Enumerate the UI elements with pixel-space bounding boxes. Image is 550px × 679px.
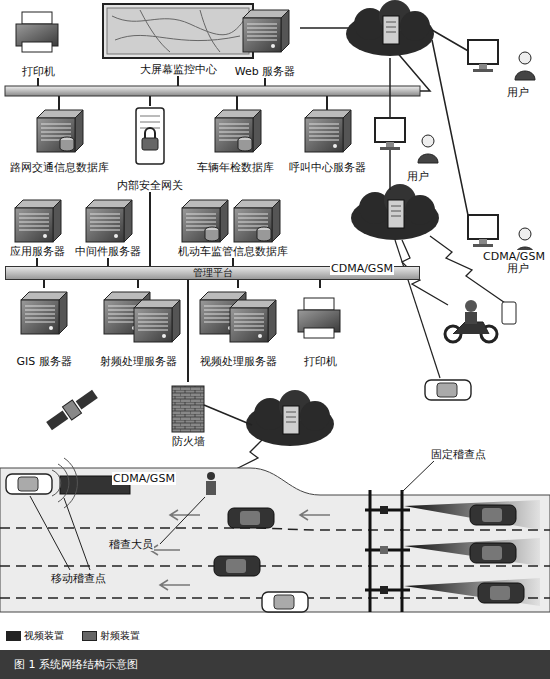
node-label: GIS 服务器 [16, 355, 71, 368]
bus-connector [107, 258, 109, 266]
device-node: 车辆年检数据库 [192, 104, 278, 174]
node-label: 路网交通信息数据库 [10, 161, 109, 174]
annotation-label: CDMA/GSM [330, 262, 394, 275]
caption-text: 图 1 系统网络结构示意图 [14, 658, 138, 671]
device-node: 视频处理服务器 [195, 288, 281, 368]
bus-connector [319, 280, 321, 288]
node-label: 中间件服务器 [75, 245, 141, 258]
annotation-label: CDMA/GSM [112, 472, 176, 485]
annotation-label: 用户 [406, 170, 430, 183]
device-node: GIS 服务器 [4, 288, 84, 368]
node-label: 防火墙 [172, 435, 205, 448]
device-node: 防火墙 [165, 382, 211, 448]
legend-item: 射频装置 [82, 630, 140, 642]
node-label: 管理平台 [193, 267, 233, 279]
device-node: 打印机 [290, 288, 350, 368]
node-label: 机动车监管信息数据库 [178, 245, 288, 258]
bus-connector [43, 280, 45, 288]
legend-text: 视频装置 [24, 630, 64, 641]
node-label: 打印机 [304, 355, 337, 368]
device-node: 打印机 [8, 8, 68, 78]
bus-connector [187, 280, 189, 382]
device-node: Web 服务器 [225, 6, 305, 78]
legend-item: 视频装置 [6, 630, 64, 642]
device-node: 内部安全网关 [112, 104, 188, 192]
bus-connector [36, 258, 38, 266]
annotation-label: 稽查大员 [108, 538, 154, 551]
device-node: 射频处理服务器 [95, 288, 181, 368]
device-node: 大屏幕监控中心 [98, 2, 258, 76]
node-label: 打印机 [22, 65, 55, 78]
node-label: 内部安全网关 [117, 179, 183, 192]
node-label: 视频处理服务器 [200, 355, 277, 368]
node-label: 射频处理服务器 [100, 355, 177, 368]
bus-connector [137, 280, 139, 288]
device-node: 呼叫中心服务器 [282, 104, 372, 174]
node-label: 呼叫中心服务器 [289, 161, 366, 174]
node-label: Web 服务器 [235, 65, 295, 78]
legend-swatch [82, 631, 97, 641]
device-node: 中间件服务器 [72, 196, 144, 258]
node-label: 应用服务器 [10, 245, 65, 258]
legend-swatch [6, 631, 21, 641]
bus-connector [232, 258, 234, 266]
annotation-label: 用户 [506, 262, 530, 275]
caption-bar: 图 1 系统网络结构示意图 [0, 650, 550, 679]
annotation-label: CDMA/GSM [482, 250, 546, 263]
bus-connector [149, 192, 151, 266]
annotation-label: 移动稽查点 [50, 572, 107, 585]
legend-text: 射频装置 [100, 630, 140, 641]
node-label: 车辆年检数据库 [197, 161, 274, 174]
device-node: 路网交通信息数据库 [4, 104, 114, 174]
annotation-label: 用户 [506, 86, 530, 99]
bus-connector [237, 280, 239, 288]
node-label: 大屏幕监控中心 [140, 63, 217, 76]
device-node: 应用服务器 [6, 196, 68, 258]
annotation-label: 固定稽查点 [430, 448, 487, 461]
device-node: 机动车监管信息数据库 [168, 196, 298, 258]
